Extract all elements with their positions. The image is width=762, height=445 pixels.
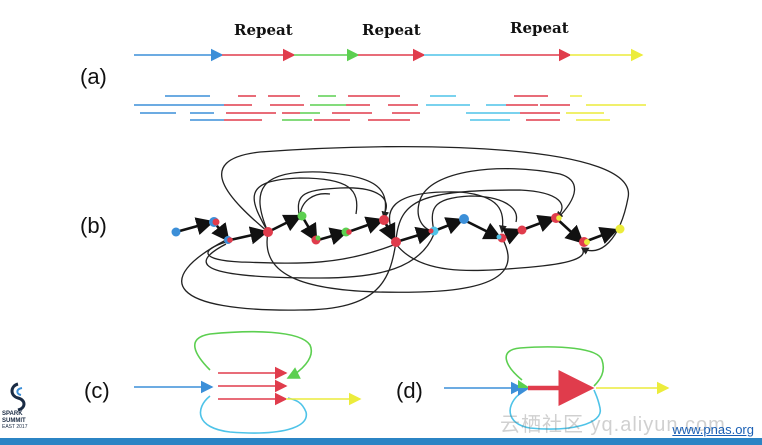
graph-node [615,224,625,234]
graph-node [297,211,307,221]
watermark: 云栖社区 yq.aliyun.com [500,414,726,436]
graph-node [459,214,469,224]
graph-node [379,215,389,225]
spark-summit-logo [10,382,26,412]
panel-b-graph [171,145,629,311]
panel-label-a: (a) [80,64,107,89]
repeat-label-1: Repeat [234,21,293,39]
graph-node [517,225,527,235]
graph-node [263,227,273,237]
graph-nodes [171,211,625,247]
repeat-label-2: Repeat [362,21,421,39]
panel-label-b: (b) [80,213,107,238]
panel-label-c: (c) [84,378,110,403]
repeat-label-3: Repeat [510,19,569,37]
panel-a-genome: Repeat Repeat Repeat [134,19,646,121]
logo-text: SPARK SUMMIT EAST 2017 [2,411,28,430]
panel-c-repeat-graph [134,330,362,434]
bottom-accent-bar [0,438,762,445]
graph-arcs [181,145,629,311]
panel-label-d: (d) [396,378,423,403]
panel-d-collapsed-graph [444,346,670,430]
graph-node [391,237,401,247]
graph-node [171,227,181,237]
sequencing-reads [134,95,646,121]
source-link[interactable]: www.pnas.org [672,422,754,437]
